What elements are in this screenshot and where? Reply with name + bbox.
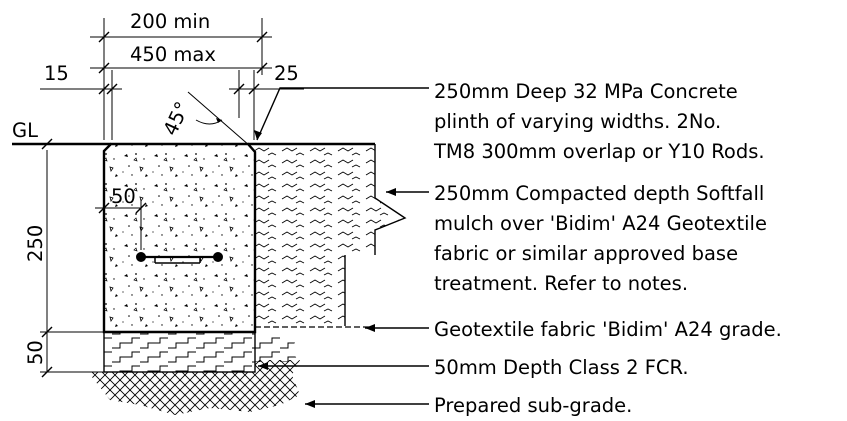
callout-line: plinth of varying widths. 2No. <box>434 110 721 133</box>
width-max-label: 450 max <box>130 43 216 66</box>
angle-indicator <box>187 91 251 147</box>
callout-line: 50mm Depth Class 2 FCR. <box>434 356 689 379</box>
callout-fcr: 50mm Depth Class 2 FCR. <box>434 356 689 379</box>
reinforcement-rod <box>136 252 223 264</box>
base-depth-label: 50 <box>24 340 47 365</box>
callout-line: mulch over 'Bidim' A24 Geotextile <box>434 212 767 235</box>
callout-line: Prepared sub-grade. <box>434 394 632 417</box>
width-min-label: 200 min <box>130 10 210 33</box>
depth-dimension-base <box>40 366 104 378</box>
chamfer-left-label: 15 <box>44 62 69 85</box>
cover-label: 50 <box>111 185 136 208</box>
callout-line: fabric or similar approved base <box>434 242 738 265</box>
softfall-mulch <box>255 144 407 326</box>
chamfer-right-label: 25 <box>274 62 299 85</box>
plinth-depth-label: 250 <box>24 225 47 262</box>
fcr-base-layer <box>103 331 300 373</box>
callout-softfall-mulch: 250mm Compacted depth Softfall mulch ove… <box>434 182 767 295</box>
ground-level-label: GL <box>12 119 38 142</box>
width-dimension <box>90 18 272 140</box>
cover-dimension <box>95 200 147 250</box>
callout-line: 250mm Compacted depth Softfall <box>434 182 764 205</box>
depth-dimension-plinth <box>40 138 104 372</box>
callout-line: Geotextile fabric 'Bidim' A24 grade. <box>434 318 782 341</box>
chamfer-dimension-left <box>40 70 122 140</box>
callout-line: treatment. Refer to notes. <box>434 272 688 295</box>
callout-concrete-plinth: 250mm Deep 32 MPa Concrete plinth of var… <box>433 80 765 163</box>
concrete-plinth <box>102 142 257 334</box>
callout-geotextile: Geotextile fabric 'Bidim' A24 grade. <box>434 318 782 341</box>
leader-lines <box>254 87 429 408</box>
prepared-subgrade <box>88 360 300 415</box>
angle-label: 45° <box>159 98 194 139</box>
callout-line: 250mm Deep 32 MPa Concrete <box>434 80 738 103</box>
chamfer-dimension-right <box>229 70 304 140</box>
callout-line: TM8 300mm overlap or Y10 Rods. <box>433 140 765 163</box>
callout-subgrade: Prepared sub-grade. <box>434 394 632 417</box>
